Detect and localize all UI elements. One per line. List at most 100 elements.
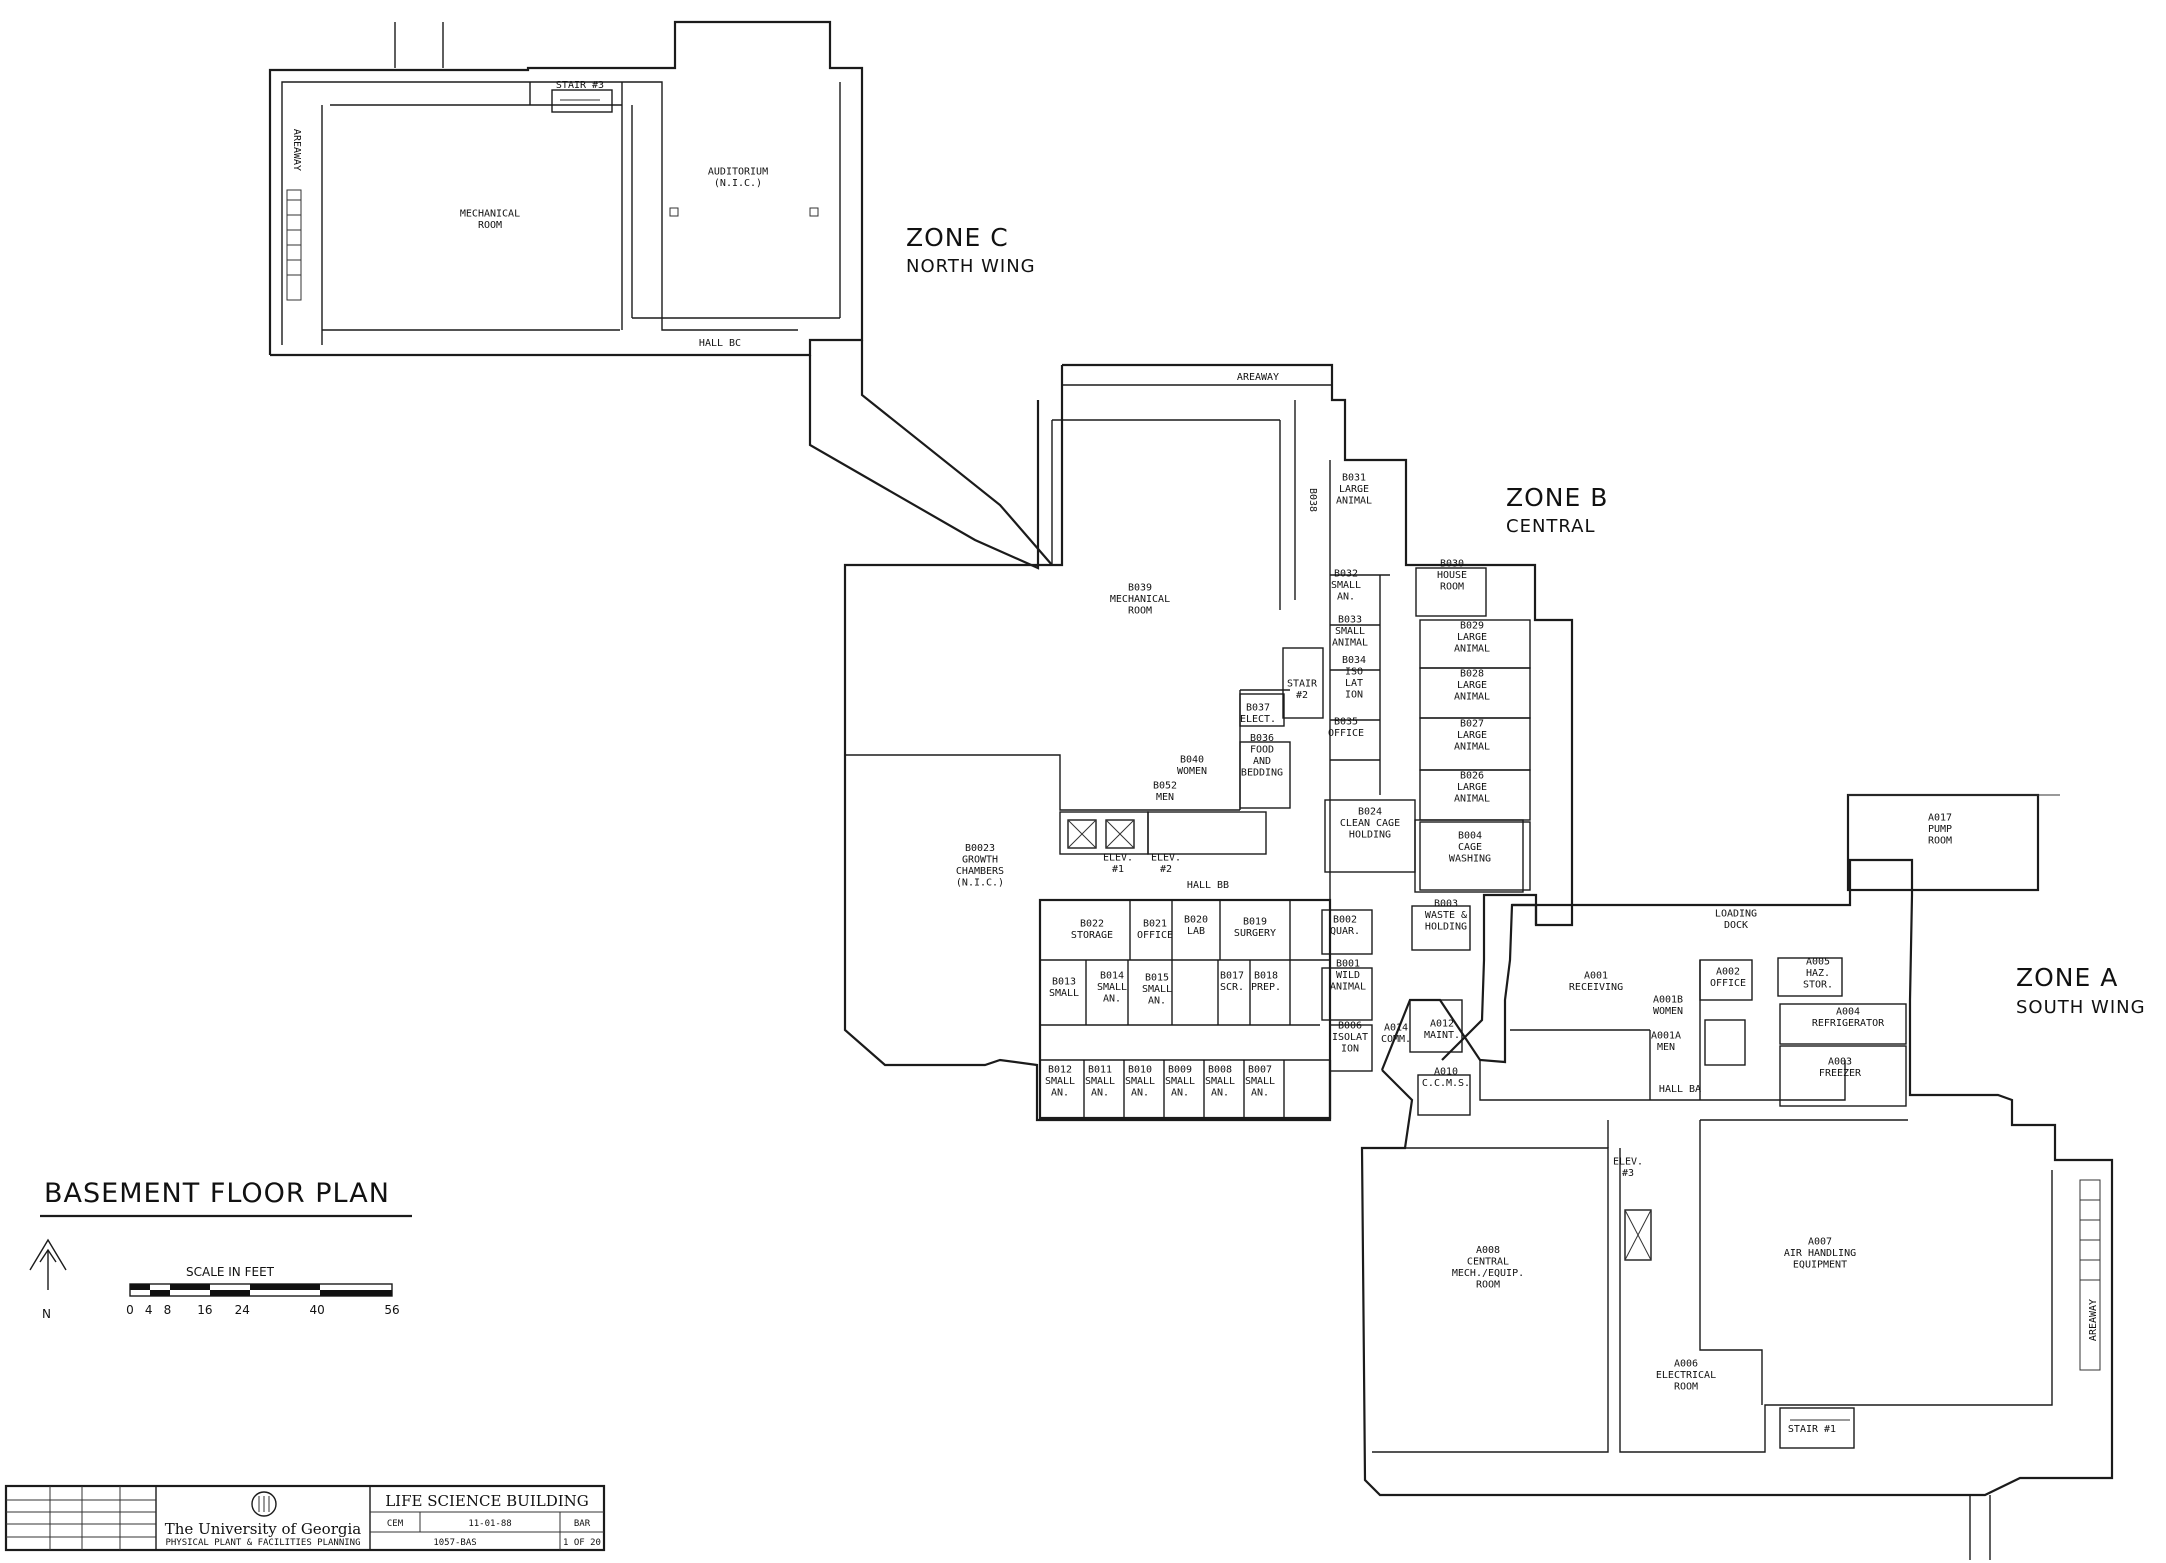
zone-b-name: ZONE B	[1506, 483, 1608, 512]
scale-tick-label: 56	[384, 1303, 399, 1317]
tb-building: LIFE SCIENCE BUILDING	[385, 1492, 589, 1510]
zone-c-sub: NORTH WING	[906, 256, 1036, 277]
room-label-auditorium: AUDITORIUM(N.I.C.)	[708, 166, 768, 189]
room-label-hall-bb: HALL BB	[1187, 880, 1229, 891]
zone-c-label: ZONE C NORTH WING	[906, 223, 1036, 277]
zone-b-sub: CENTRAL	[1506, 516, 1596, 537]
room-label-elev1: ELEV.#1	[1103, 852, 1133, 875]
zone-c-walls	[268, 20, 1053, 570]
scale-tick-label: 0	[126, 1303, 134, 1317]
zone-b-walls	[843, 363, 1574, 1122]
plan-title: BASEMENT FLOOR PLAN	[44, 1178, 390, 1209]
scale-tick-label: 8	[164, 1303, 172, 1317]
scale-tick-label: 40	[310, 1303, 325, 1317]
room-label-elev2: ELEV.#2	[1151, 852, 1181, 875]
zone-a-name: ZONE A	[2016, 963, 2118, 992]
room-label-areaway-a: AREAWAY	[2088, 1299, 2099, 1341]
tb-department: PHYSICAL PLANT & FACILITIES PLANNING	[165, 1538, 360, 1548]
north-arrow: N	[29, 1238, 67, 1321]
north-label: N	[42, 1307, 51, 1321]
tb-drawing-no: 1057-BAS	[433, 1538, 476, 1548]
zone-a-label: ZONE A SOUTH WING	[2016, 963, 2146, 1018]
tb-date: 11-01-88	[468, 1519, 511, 1529]
scale-tick-label: 4	[145, 1303, 153, 1317]
room-label-elev3: ELEV.#3	[1613, 1156, 1643, 1179]
room-label-areaway-b: AREAWAY	[1237, 372, 1279, 383]
room-label-hall-bc: HALL BC	[699, 338, 741, 349]
scale-tick-label: 24	[235, 1303, 250, 1317]
zone-c-name: ZONE C	[906, 223, 1009, 252]
room-label-stair2: STAIR#2	[1287, 678, 1318, 701]
zone-a-sub: SOUTH WING	[2016, 997, 2146, 1018]
room-label-stair1: STAIR #1	[1788, 1424, 1836, 1435]
room-label-stair3: STAIR #3	[556, 80, 604, 91]
title-block: The University of Georgia PHYSICAL PLANT…	[4, 1484, 606, 1552]
plan-title-group: BASEMENT FLOOR PLAN	[40, 1178, 412, 1218]
room-label-areaway-c: AREAWAY	[291, 129, 302, 171]
zone-b-label: ZONE B CENTRAL	[1506, 483, 1608, 537]
zone-a-walls	[1360, 793, 2114, 1560]
tb-drawn-by: CEM	[387, 1519, 404, 1529]
room-label-b038: B038	[1307, 488, 1318, 512]
university-seal-icon	[251, 1491, 277, 1517]
scale-tick-label: 16	[197, 1303, 212, 1317]
scale-label: SCALE IN FEET	[186, 1265, 275, 1279]
tb-sheet: 1 OF 20	[563, 1538, 601, 1548]
room-label-hall-ba: HALL BA	[1659, 1084, 1701, 1095]
tb-institution: The University of Georgia	[165, 1520, 362, 1538]
